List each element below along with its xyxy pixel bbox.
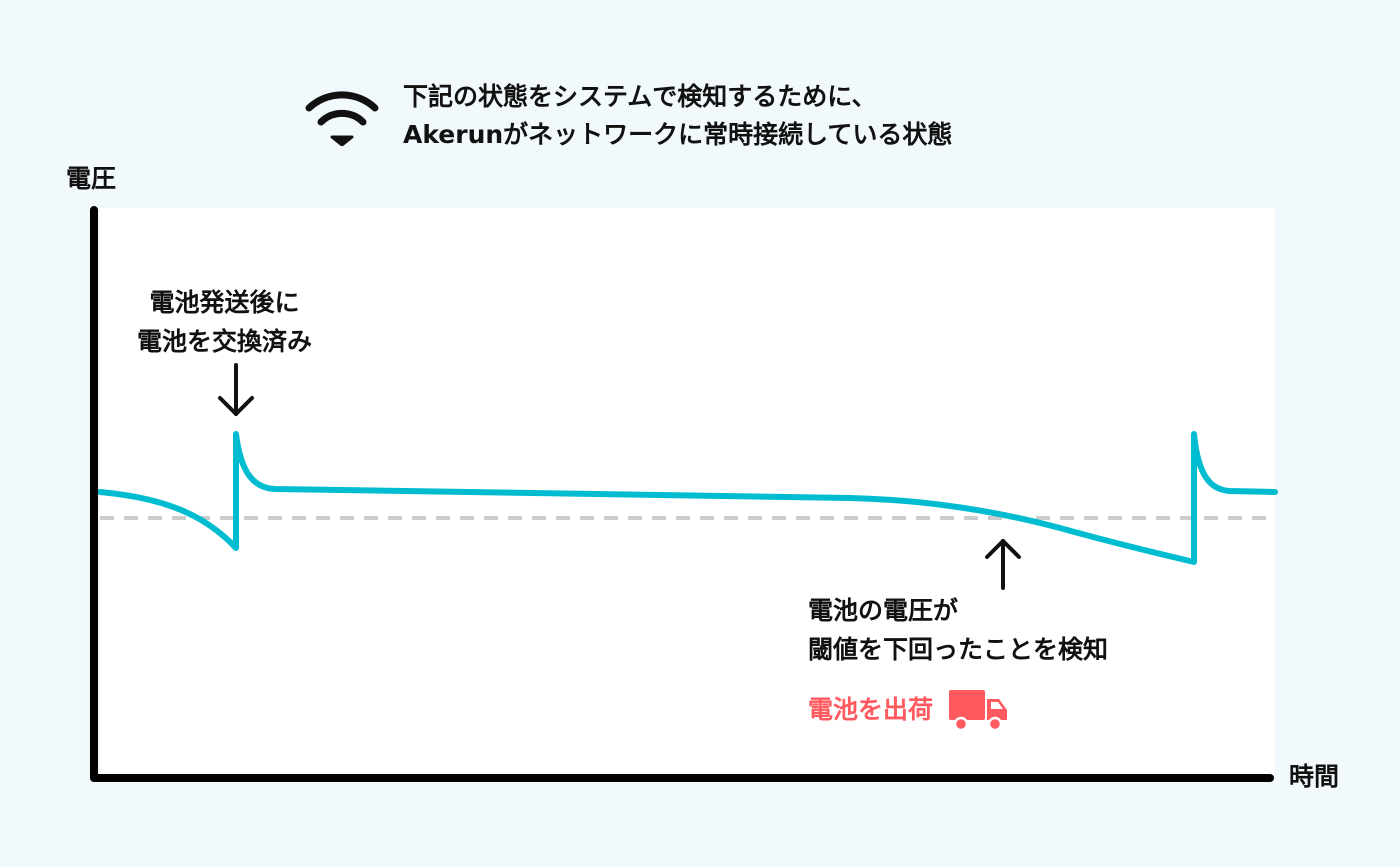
annotation-line-2: 閾値を下回ったことを検知 <box>808 635 1109 664</box>
shipping-label: 電池を出荷 <box>808 688 1009 732</box>
x-axis-label: 時間 <box>1289 762 1340 791</box>
annotation-line-2: 電池を交換済み <box>137 327 313 356</box>
battery-replaced-annotation: 電池発送後に 電池を交換済み <box>137 283 312 361</box>
axes <box>90 206 1274 782</box>
truck-icon <box>949 690 1008 732</box>
voltage-detected-annotation: 電池の電圧が 閾値を下回ったことを検知 <box>808 591 1108 669</box>
annotation-line-1: 電池の電圧が <box>808 596 959 625</box>
up-arrow-icon <box>985 539 1021 590</box>
header: 下記の状態をシステムで検知するために、 Akerunがネットワークに常時接続して… <box>305 78 952 154</box>
header-line-1: 下記の状態をシステムで検知するために、 <box>403 82 877 111</box>
header-text: 下記の状態をシステムで検知するために、 Akerunがネットワークに常時接続して… <box>403 78 952 154</box>
annotation-line-1: 電池発送後に <box>149 288 300 317</box>
down-arrow-icon <box>218 363 254 416</box>
y-axis-label: 電圧 <box>66 164 117 193</box>
shipping-text: 電池を出荷 <box>808 695 934 724</box>
wifi-icon <box>305 91 379 146</box>
header-line-2: Akerunがネットワークに常時接続している状態 <box>403 120 953 149</box>
voltage-curve <box>97 431 1278 565</box>
